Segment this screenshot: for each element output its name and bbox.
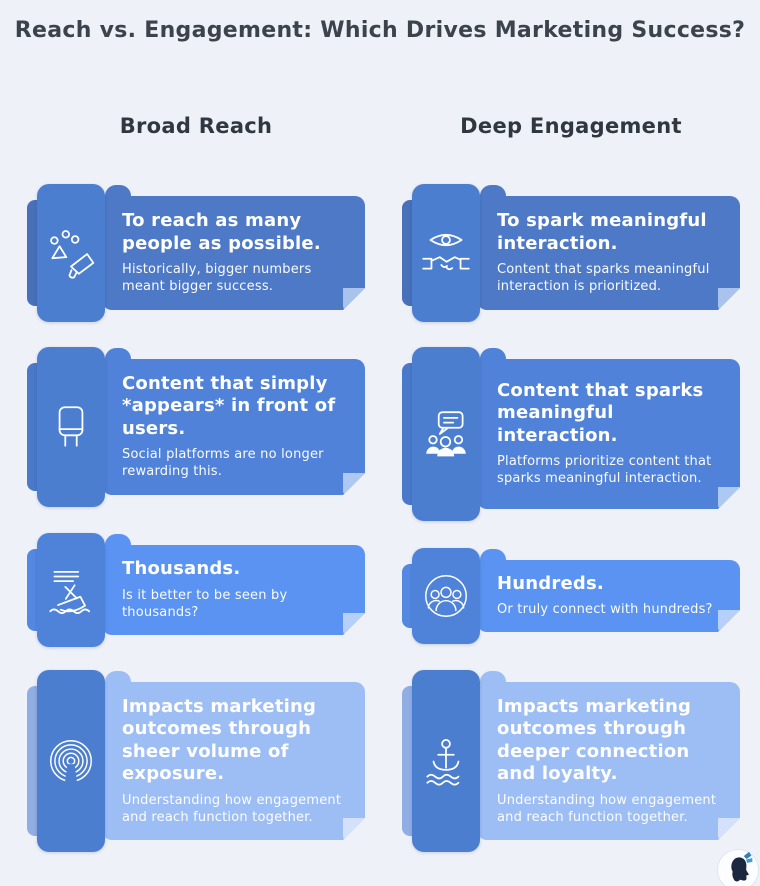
radar-circles-icon bbox=[50, 740, 92, 788]
card-banner: Hundreds. Or truly connect with hundreds… bbox=[477, 560, 740, 632]
card-heading: To reach as many people as possible. bbox=[122, 210, 321, 254]
card-broad-reach-content: Content that simply *appears* in front o… bbox=[27, 347, 365, 507]
icon-tab bbox=[37, 533, 105, 647]
card-deep-engagement-content: Content that sparks meaningful interacti… bbox=[402, 347, 740, 521]
card-heading: Content that simply *appears* in front o… bbox=[122, 372, 336, 439]
card-body: Or truly connect with hundreds? bbox=[497, 602, 713, 618]
billboard-icon bbox=[58, 406, 84, 447]
card-deep-engagement-hundreds: Hundreds. Or truly connect with hundreds… bbox=[402, 548, 740, 644]
card-banner: To reach as many people as possible. His… bbox=[102, 196, 365, 310]
card-body: Social platforms are no longer rewarding… bbox=[122, 447, 324, 480]
card-heading: To spark meaningful interaction. bbox=[497, 210, 707, 254]
card-heading: Content that sparks meaningful interacti… bbox=[497, 379, 704, 446]
card-banner: Content that simply *appears* in front o… bbox=[102, 359, 365, 495]
card-heading: Hundreds. bbox=[497, 572, 604, 594]
card-deep-engagement-goal: To spark meaningful interaction. Content… bbox=[402, 184, 740, 322]
icon-tab bbox=[412, 548, 480, 644]
card-banner: Content that sparks meaningful interacti… bbox=[477, 359, 740, 509]
anchor-icon bbox=[426, 739, 460, 786]
card-body: Content that sparks meaningful interacti… bbox=[497, 262, 710, 294]
card-banner: Thousands. Is it better to be seen by th… bbox=[102, 545, 365, 635]
community-circle-icon bbox=[425, 575, 467, 617]
card-heading: Impacts marketing outcomes through sheer… bbox=[122, 695, 317, 785]
card-body: Is it better to be seen by thousands? bbox=[122, 587, 288, 620]
group-discussion-icon bbox=[426, 411, 466, 457]
card-banner: Impacts marketing outcomes through sheer… bbox=[102, 682, 365, 840]
page-title: Reach vs. Engagement: Which Drives Marke… bbox=[14, 18, 746, 43]
brand-logo bbox=[716, 848, 760, 886]
icon-tab bbox=[37, 184, 105, 322]
card-body: Historically, bigger numbers meant bigge… bbox=[122, 262, 312, 294]
megaphone-icon bbox=[50, 230, 95, 279]
card-banner: Impacts marketing outcomes through deepe… bbox=[477, 682, 740, 840]
icon-tab bbox=[412, 184, 480, 322]
card-heading: Impacts marketing outcomes through deepe… bbox=[497, 695, 692, 785]
woman-butterfly-icon bbox=[716, 848, 760, 886]
card-body: Understanding how engagement and reach f… bbox=[122, 792, 342, 825]
icon-tab bbox=[37, 347, 105, 507]
card-heading: Thousands. bbox=[122, 558, 241, 580]
card-broad-reach-thousands: Thousands. Is it better to be seen by th… bbox=[27, 533, 365, 647]
icon-tab bbox=[412, 347, 480, 521]
icon-tab bbox=[37, 670, 105, 852]
card-body: Understanding how engagement and reach f… bbox=[497, 792, 717, 825]
handshake-eye-icon bbox=[422, 233, 470, 271]
icon-tab bbox=[412, 670, 480, 852]
column-header-deep-engagement: Deep Engagement bbox=[460, 114, 682, 138]
card-banner: To spark meaningful interaction. Content… bbox=[477, 196, 740, 310]
column-header-broad-reach: Broad Reach bbox=[119, 114, 273, 138]
sinking-ship-icon bbox=[49, 570, 91, 614]
card-body: Platforms prioritize content that sparks… bbox=[497, 454, 712, 487]
card-deep-engagement-impact: Impacts marketing outcomes through deepe… bbox=[402, 670, 740, 852]
card-broad-reach-impact: Impacts marketing outcomes through sheer… bbox=[27, 670, 365, 852]
card-broad-reach-goal: To reach as many people as possible. His… bbox=[27, 184, 365, 322]
